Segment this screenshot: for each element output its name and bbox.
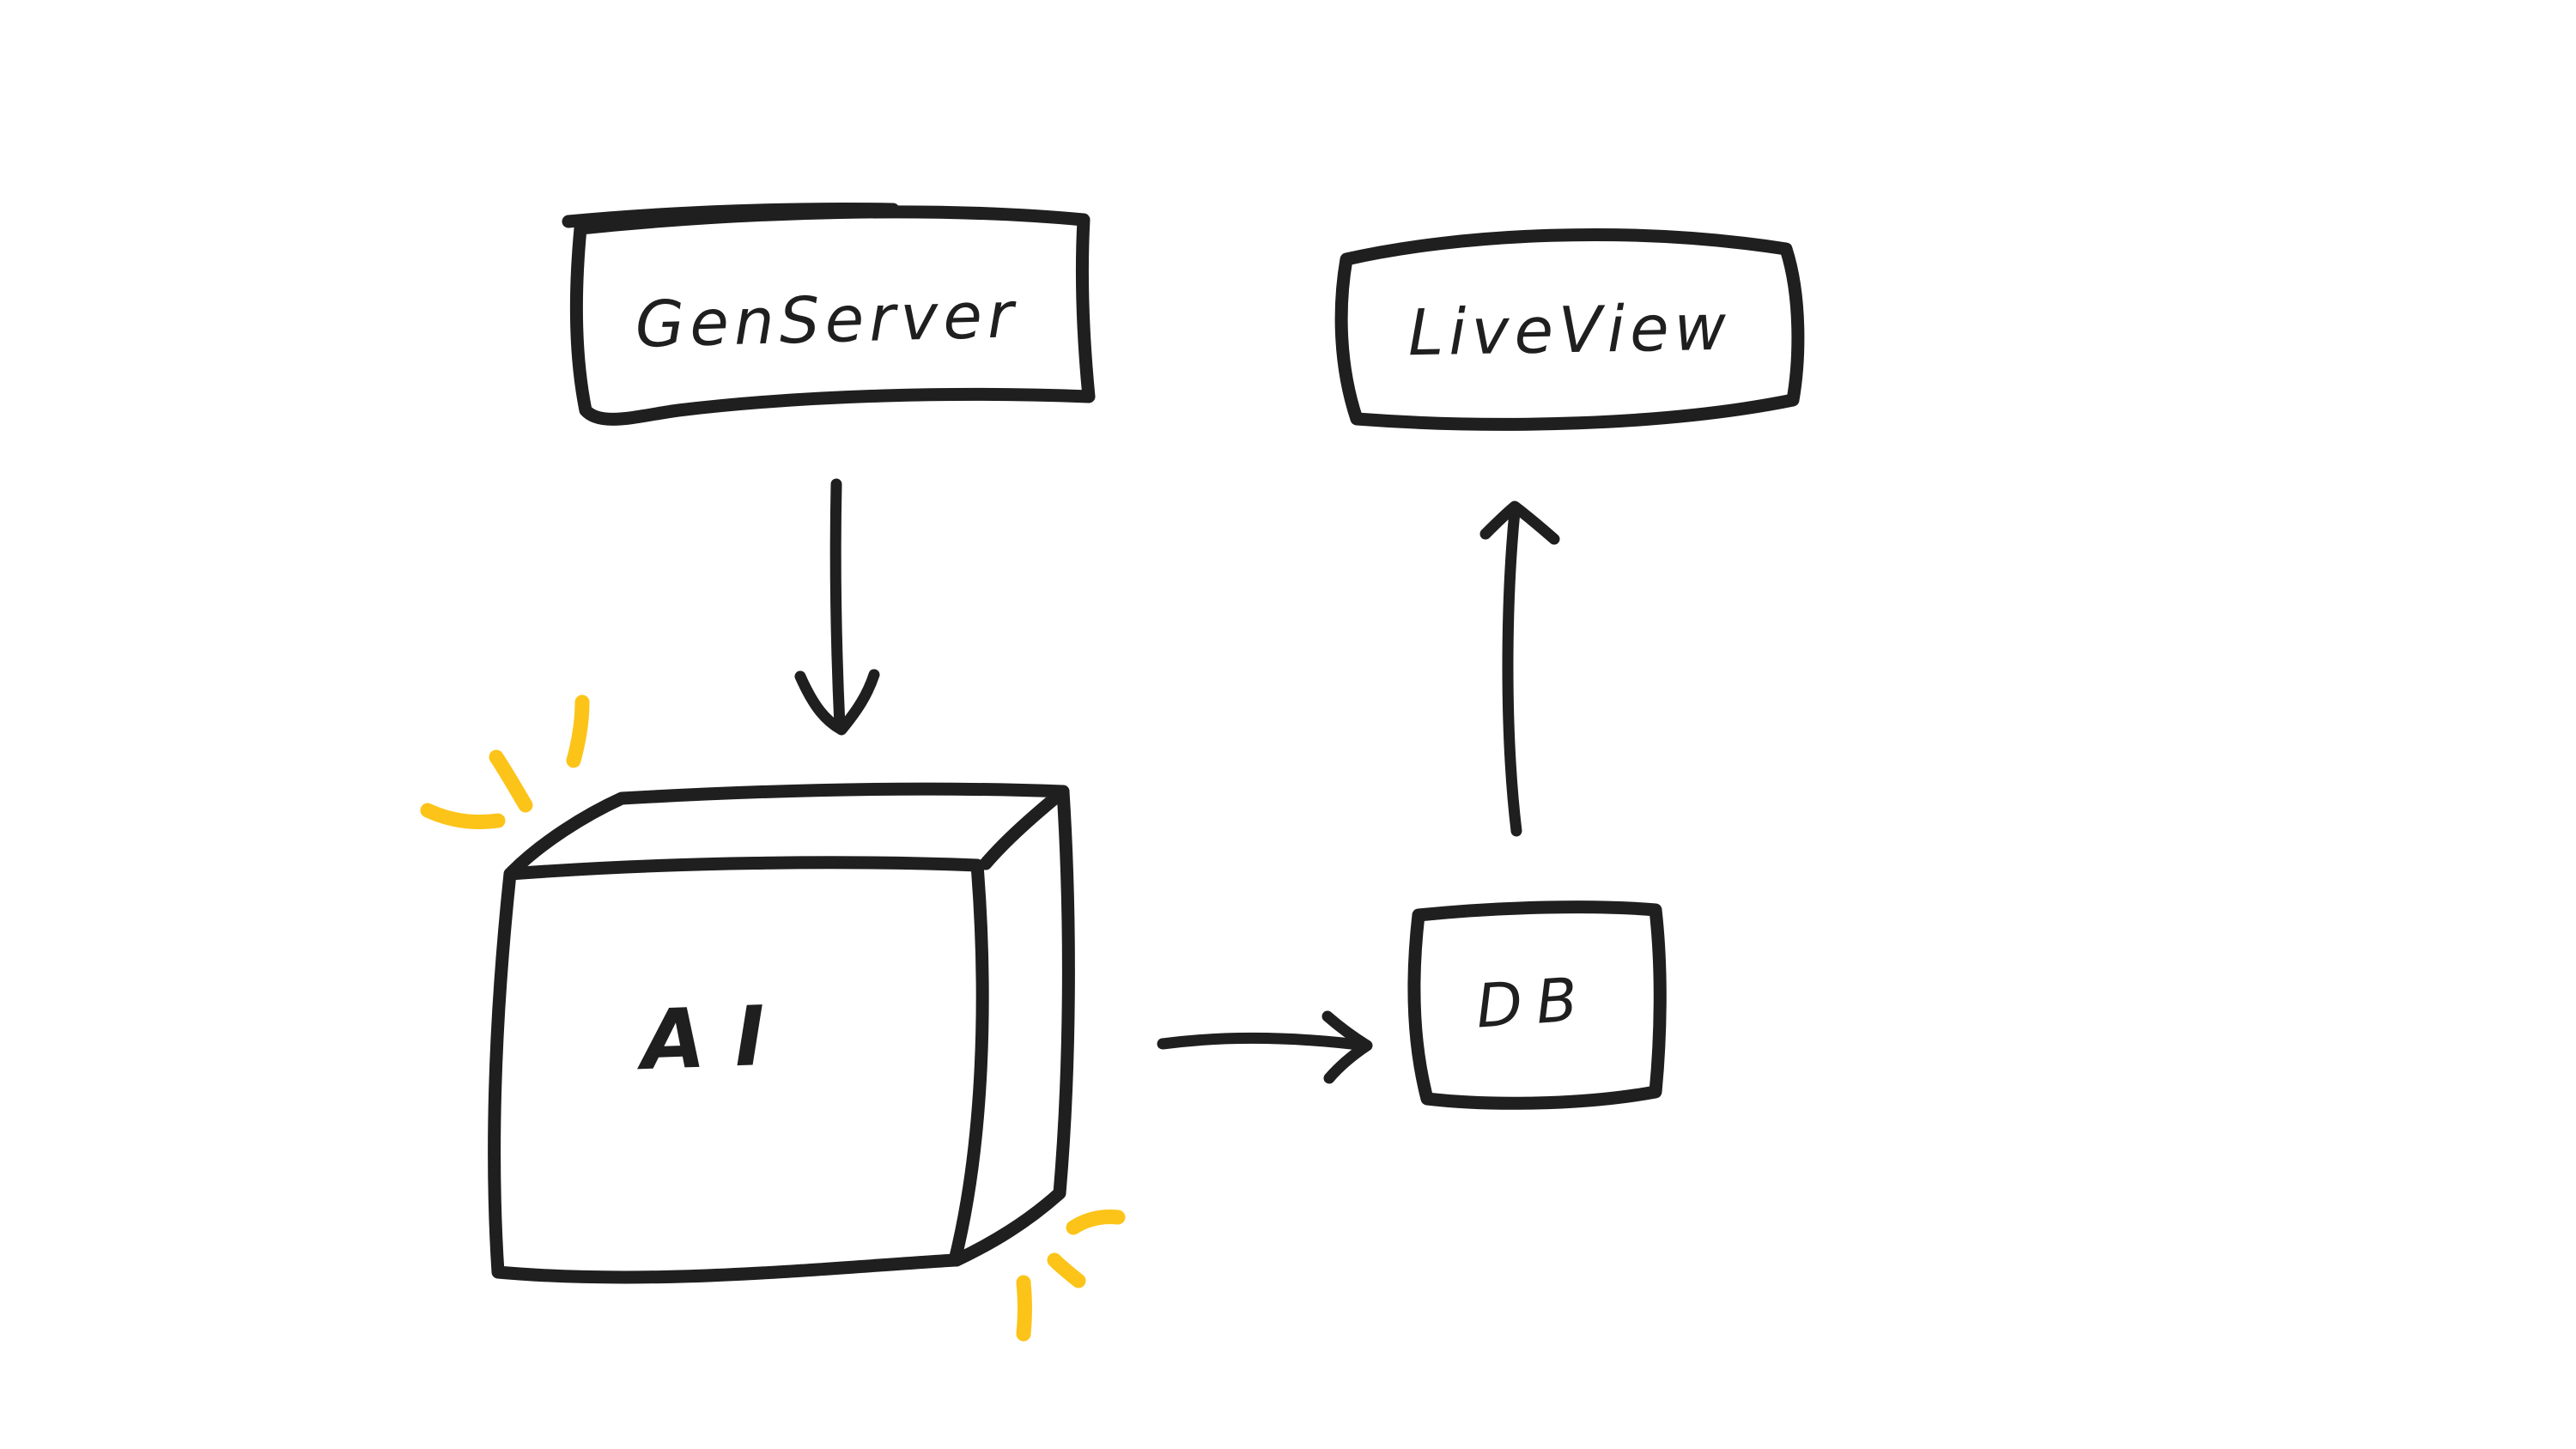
ai-cube-top-face [505, 782, 1070, 879]
node-ai: AI [420, 694, 1126, 1342]
arrow-shaft [1502, 506, 1522, 837]
liveview-box [1334, 228, 1805, 431]
sparkle-stroke [489, 749, 533, 813]
sparkles-bottom-right [1016, 1210, 1126, 1342]
ai-cube-side-face [950, 785, 1075, 1267]
arrow-shaft [1157, 1032, 1371, 1052]
node-genserver: GenServer [562, 203, 1096, 426]
sparkle-stroke [1047, 1252, 1086, 1288]
arrow-genserver-to-ai [794, 478, 880, 736]
liveview-label: LiveView [1407, 291, 1732, 371]
sparkles-top-left [420, 694, 590, 829]
genserver-box-overdraw [562, 203, 900, 228]
node-db: DB [1407, 900, 1667, 1110]
arrow-head [794, 669, 880, 736]
arrow-ai-to-db [1157, 1010, 1373, 1084]
sparkle-stroke [566, 694, 590, 768]
genserver-label: GenServer [635, 278, 1020, 362]
arrow-db-to-liveview [1479, 500, 1560, 837]
sparkle-stroke [420, 803, 506, 829]
arrow-head [1479, 500, 1560, 545]
db-label: DB [1473, 963, 1593, 1041]
sparkle-stroke [1066, 1210, 1126, 1235]
arrow-head [1321, 1010, 1373, 1084]
node-liveview: LiveView [1334, 228, 1805, 431]
sparkle-stroke [1016, 1275, 1032, 1342]
db-box [1407, 900, 1667, 1110]
arrow-shaft [829, 478, 846, 732]
ai-label: AI [634, 987, 796, 1088]
